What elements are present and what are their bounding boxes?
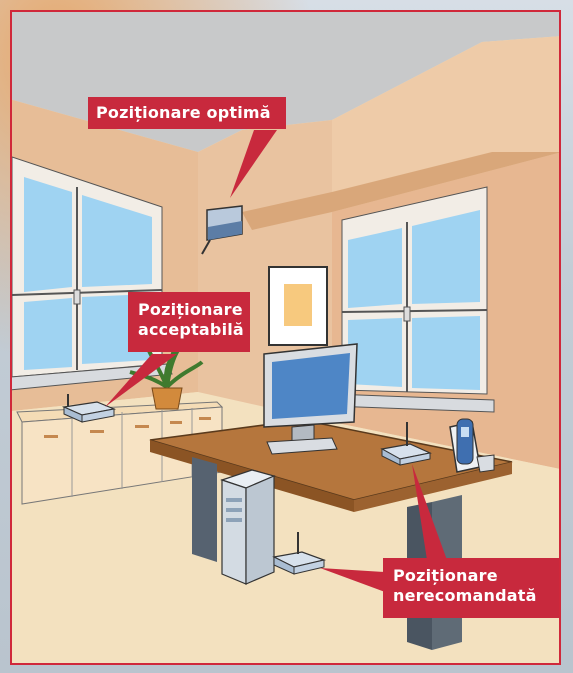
pointer-acceptable: [105, 354, 177, 407]
router-icon-floor: [272, 532, 327, 575]
router-icon-desk: [380, 422, 432, 466]
router-icon-wall: [201, 205, 243, 255]
picture-frame-icon: [268, 266, 328, 346]
label-optimal-position: Poziționare optimă: [88, 97, 286, 129]
pointer-nerec-desk: [412, 464, 447, 560]
recess-top: [242, 152, 559, 230]
pointer-nerec-floor: [320, 568, 385, 592]
label-acceptable-position: Poziționare acceptabilă: [128, 292, 250, 352]
illustration-frame: [10, 10, 561, 665]
monitor-icon: [263, 343, 358, 455]
office-scene: [12, 12, 559, 663]
label-not-recommended-line1: Poziționare: [393, 566, 498, 585]
label-acceptable-line1: Poziționare: [138, 300, 243, 319]
label-optimal-text: Poziționare optimă: [96, 103, 271, 122]
left-window-sill: [12, 363, 173, 391]
label-acceptable-line2: acceptabilă: [138, 320, 244, 339]
phone-icon: [449, 418, 495, 473]
label-not-recommended-line2: nerecomandată: [393, 586, 537, 605]
pc-tower-icon: [220, 469, 276, 585]
pointer-optimal: [230, 130, 277, 198]
right-window-icon: [341, 186, 488, 395]
label-not-recommended-position: Poziționare nerecomandată: [383, 558, 559, 618]
router-icon-sideboard: [61, 394, 117, 423]
